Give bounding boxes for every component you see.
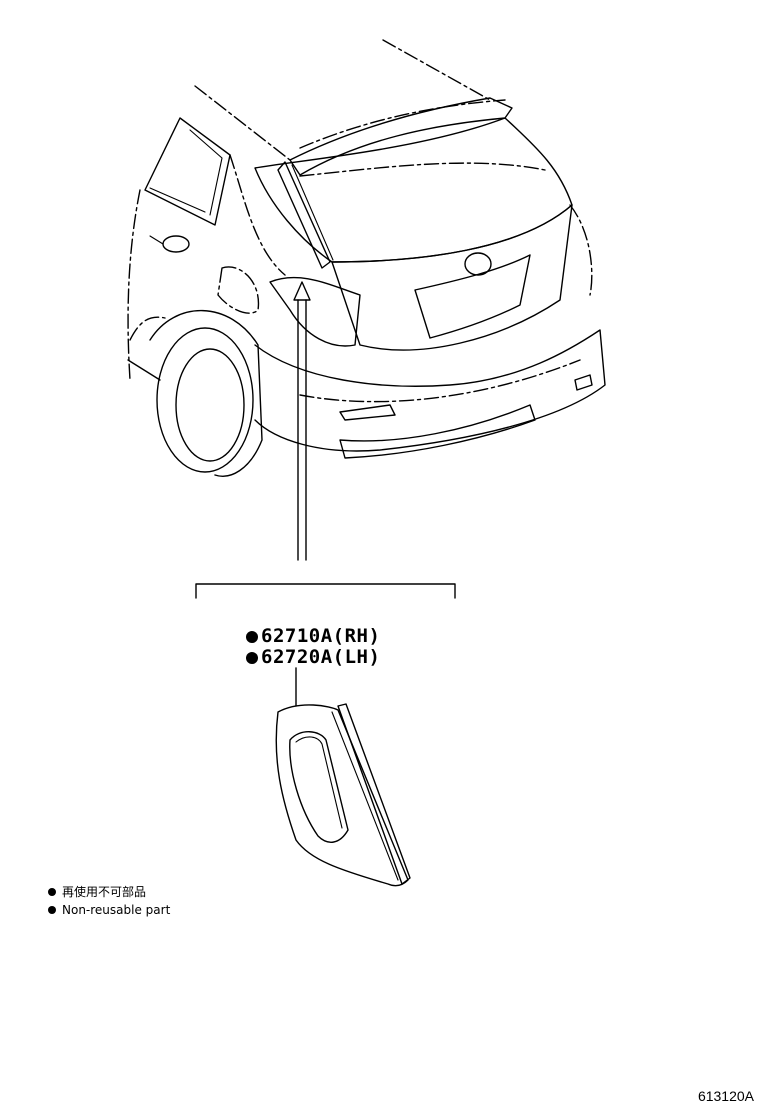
diagram-reference-code: 613120A — [697, 1088, 754, 1104]
legend-bullet-icon — [48, 888, 56, 896]
part-number-label-rh: 62710A(RH) — [246, 625, 380, 647]
legend-english-text: Non-reusable part — [62, 903, 171, 917]
legend-japanese-text: 再使用不可部品 — [62, 885, 147, 899]
part-location-arrow — [293, 281, 311, 561]
legend-english: Non-reusable part — [48, 903, 170, 917]
legend-japanese: 再使用不可部品 — [48, 885, 146, 899]
part-number-label-lh: 62720A(LH) — [246, 646, 380, 668]
legend-bullet-icon — [48, 906, 56, 914]
vehicle-rear-illustration — [127, 39, 606, 477]
group-bracket — [195, 583, 456, 599]
garnish-part-illustration — [275, 703, 411, 887]
non-reusable-bullet-icon — [246, 631, 258, 643]
part-number-rh-text: 62710A(RH) — [261, 625, 381, 647]
part-number-lh-text: 62720A(LH) — [261, 646, 381, 668]
non-reusable-bullet-icon — [246, 652, 258, 664]
